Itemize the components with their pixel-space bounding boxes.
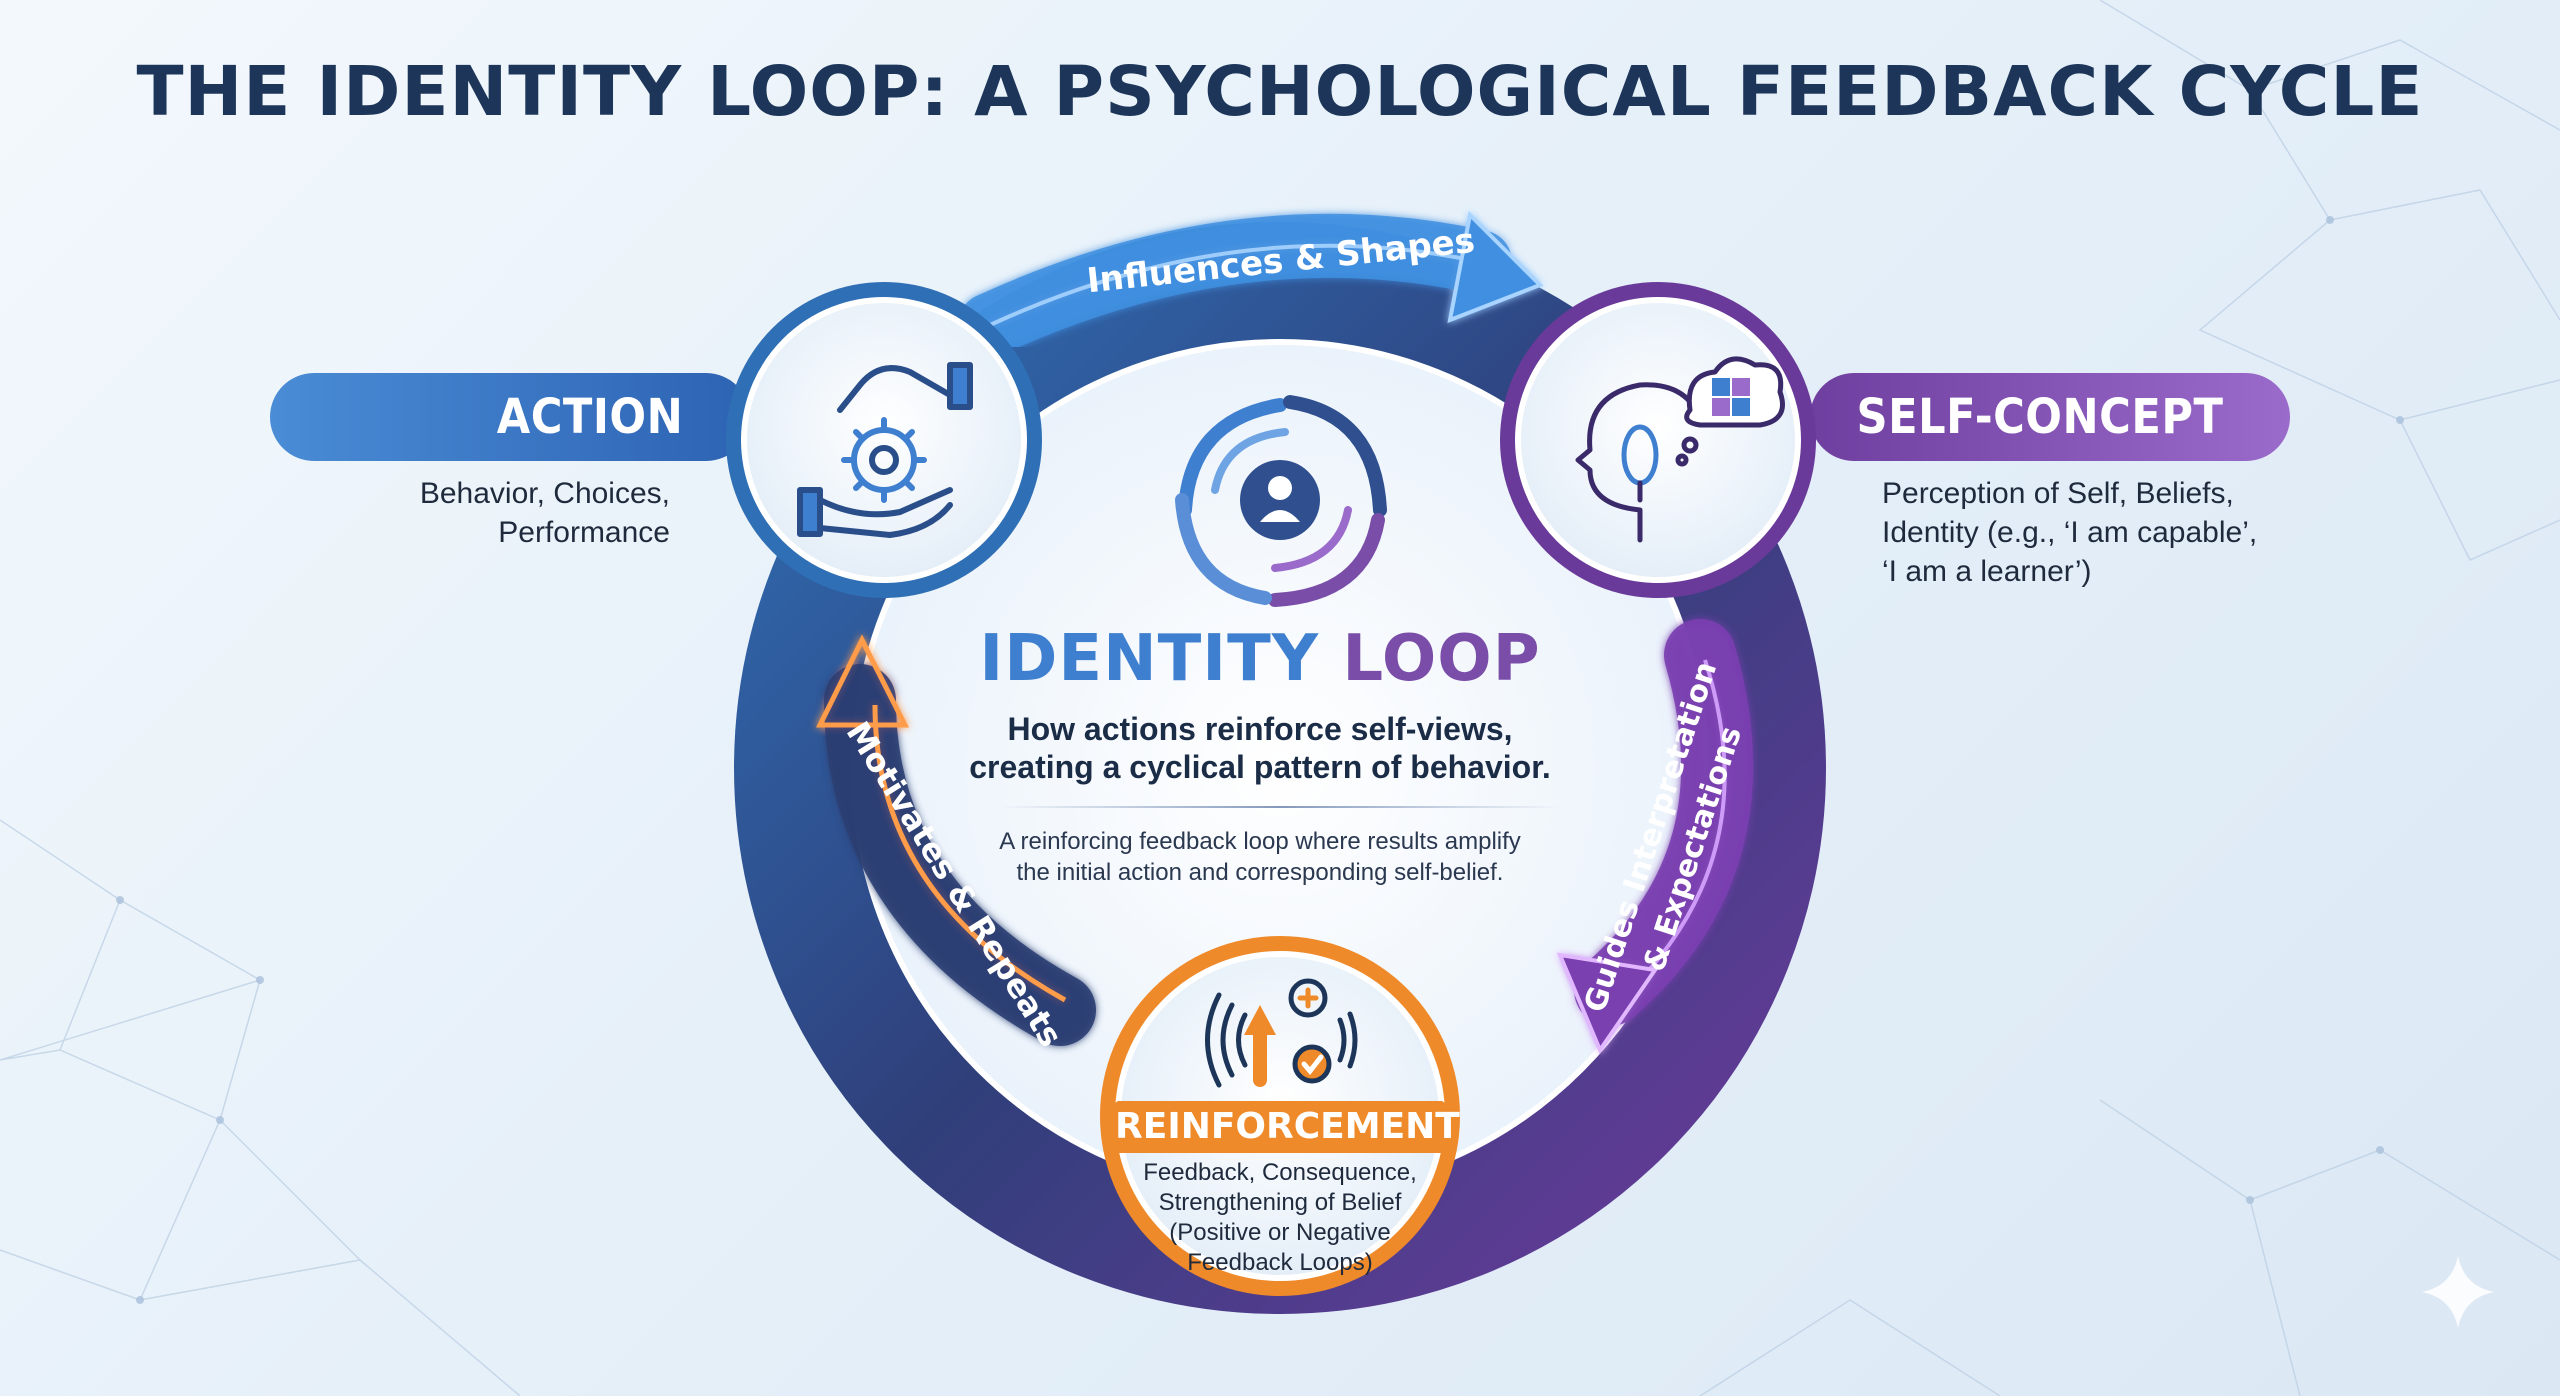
action-description-line: Performance	[498, 516, 670, 549]
arrow-motivates-repeats	[815, 634, 1096, 1046]
page-title: THE IDENTITY LOOP: A PSYCHOLOGICAL FEEDB…	[136, 52, 2424, 132]
reinforcement-description: Feedback, Consequence, Strengthening of …	[1110, 1158, 1450, 1278]
center-note-line: the initial action and corresponding sel…	[1016, 859, 1504, 886]
arrow-influences-shapes	[958, 210, 1544, 357]
center-subtitle: How actions reinforce self-views, creati…	[920, 710, 1600, 786]
reinforcement-description-line: Feedback Loops)	[1187, 1249, 1373, 1276]
center-divider	[1000, 806, 1560, 808]
head-mirror-puzzle-icon	[1575, 356, 1785, 543]
center-title: IDENTITY LOOP	[940, 622, 1580, 696]
swirl-person-icon	[1175, 395, 1387, 607]
action-node	[726, 282, 1042, 598]
self-concept-description: Perception of Self, Beliefs, Identity (e…	[1882, 474, 2342, 591]
hand-gear-icon	[797, 362, 973, 538]
reinforcement-description-line: (Positive or Negative	[1169, 1219, 1391, 1246]
signal-arrow-check-icon	[1205, 978, 1358, 1088]
center-title-part1: IDENTITY	[979, 622, 1320, 696]
center-title-part2: LOOP	[1342, 622, 1541, 696]
reinforcement-label: REINFORCEMENT	[1115, 1101, 1460, 1153]
self-concept-pill	[1810, 373, 2290, 461]
self-concept-label: SELF-CONCEPT	[1856, 389, 2224, 445]
center-subtitle-line: How actions reinforce self-views,	[1007, 711, 1513, 747]
arrow-guides-interpretation	[1556, 619, 1754, 1055]
reinforcement-description-line: Feedback, Consequence,	[1143, 1159, 1417, 1186]
action-label: ACTION	[496, 389, 684, 445]
center-note-line: A reinforcing feedback loop where result…	[999, 828, 1521, 855]
self-concept-node	[1500, 282, 1816, 598]
action-pill	[270, 373, 750, 461]
action-description-line: Behavior, Choices,	[419, 477, 670, 510]
sparkle-icon	[2422, 1256, 2494, 1328]
reinforcement-description-line: Strengthening of Belief	[1158, 1189, 1402, 1216]
center-subtitle-line: creating a cyclical pattern of behavior.	[969, 749, 1551, 785]
self-concept-description-line: Perception of Self, Beliefs,	[1882, 477, 2234, 510]
self-concept-description-line: Identity (e.g., ‘I am capable’,	[1882, 516, 2258, 549]
action-description: Behavior, Choices, Performance	[330, 474, 670, 552]
self-concept-description-line: ‘I am a learner’)	[1882, 555, 2092, 588]
center-note: A reinforcing feedback loop where result…	[960, 826, 1560, 888]
